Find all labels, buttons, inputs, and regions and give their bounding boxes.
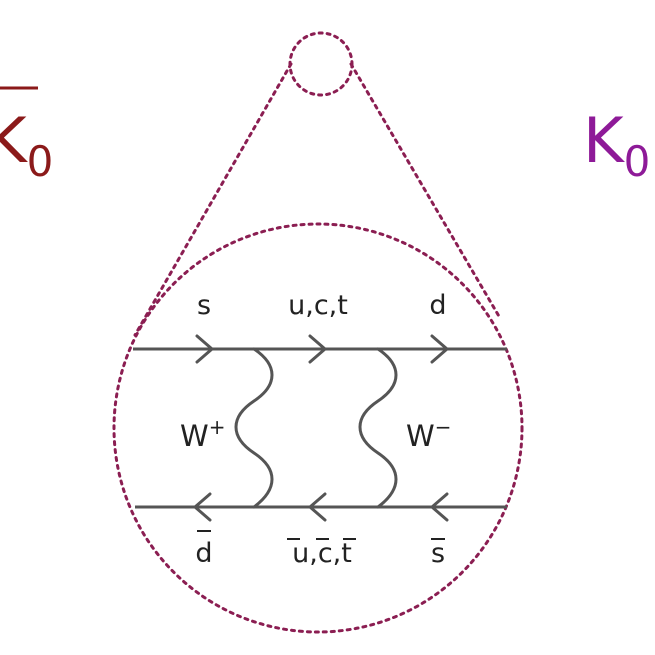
box-diagram: [133, 334, 507, 522]
w-plus-propagator: [234, 347, 274, 509]
w-minus-charge: −: [435, 415, 452, 439]
quark-label-top-uct: u,c,t: [288, 290, 348, 321]
k-subscript: 0: [624, 137, 651, 186]
w-minus-label: W−: [406, 415, 451, 453]
w-plus-symbol: W: [180, 419, 209, 453]
w-plus-label: W+: [180, 415, 225, 453]
arrow-top-2: [308, 334, 327, 364]
quark-label-top-d: d: [429, 290, 446, 321]
quark-label-bottom-sbar: s: [431, 538, 445, 569]
zoom-cone-left: [133, 62, 293, 337]
zoom-large-circle: [112, 222, 524, 634]
arrow-top-1: [195, 334, 214, 364]
kbar-symbol: K: [0, 104, 28, 177]
quark-label-bottom-dbar: d: [195, 538, 212, 569]
k-symbol: K: [583, 104, 625, 177]
w-minus-propagator: [358, 347, 398, 509]
k-label: K0: [583, 104, 650, 186]
svg-text:K0: K0: [0, 104, 53, 186]
zoom-indicator: [112, 31, 524, 634]
kbar-label: K0: [0, 86, 53, 186]
arrow-bottom-2: [308, 492, 327, 522]
quark-label-bottom-ucbar-tbar: u,c,t: [292, 538, 352, 569]
quark-label-top-s: s: [197, 290, 211, 321]
w-plus-charge: +: [209, 415, 226, 439]
arrow-top-3: [430, 334, 449, 364]
arrow-bottom-3: [430, 492, 449, 522]
svg-text:K0: K0: [583, 104, 650, 186]
kbar-subscript: 0: [27, 137, 54, 186]
w-minus-symbol: W: [406, 419, 435, 453]
zoom-cone-right: [349, 62, 502, 320]
arrow-bottom-1: [193, 492, 212, 522]
